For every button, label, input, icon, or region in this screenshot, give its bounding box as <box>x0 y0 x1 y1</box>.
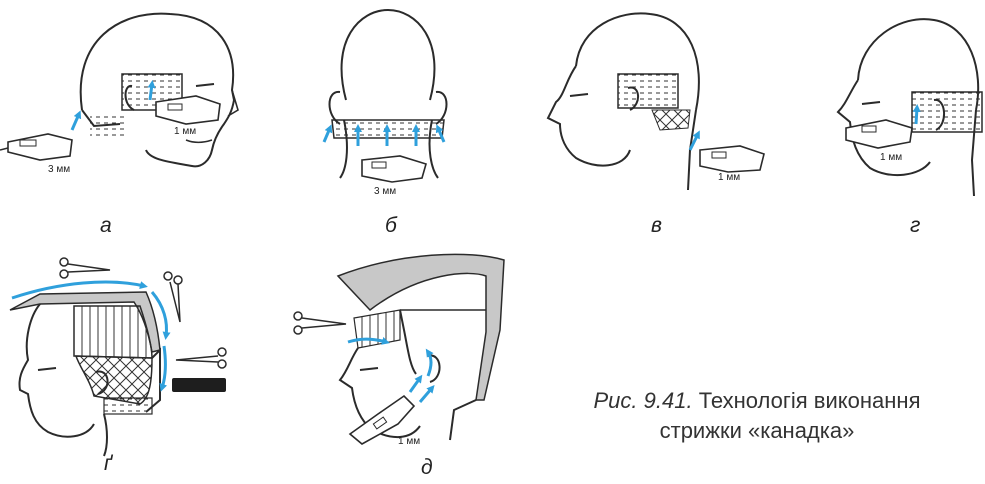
panel-b-drawing <box>324 10 447 182</box>
clipper-icon <box>0 134 72 160</box>
direction-arrow <box>162 346 165 388</box>
panel-v-drawing <box>548 13 764 190</box>
caption-line1: Технологія виконання <box>693 388 921 413</box>
clipper-icon <box>846 120 912 148</box>
scissors-icon <box>294 312 346 334</box>
panel-label-a: а <box>100 214 112 238</box>
annotation-v-1mm: 1 мм <box>718 172 740 183</box>
panel-label-h: г <box>910 214 920 238</box>
panel-a-drawing <box>0 14 238 167</box>
clipper-icon <box>362 156 426 182</box>
annotation-b-3mm: 3 мм <box>374 186 396 197</box>
comb-icon <box>172 378 226 392</box>
panel-label-v: в <box>651 214 662 238</box>
panel-label-b: б <box>385 214 397 238</box>
scissors-icon <box>60 258 110 278</box>
direction-arrow <box>324 128 330 142</box>
figure-number: Рис. 9.41. <box>594 388 693 413</box>
annotation-a-3mm: 3 мм <box>48 164 70 175</box>
caption-line2: стрижки «канадка» <box>552 416 962 446</box>
direction-arrow <box>410 378 420 392</box>
panel-h-drawing <box>838 19 982 196</box>
figure-caption: Рис. 9.41. Технологія виконання стрижки … <box>552 386 962 446</box>
annotation-h-1mm: 1 мм <box>880 152 902 163</box>
panel-d-drawing <box>294 254 504 444</box>
direction-arrow <box>72 114 79 130</box>
scissors-icon <box>164 272 182 322</box>
clipper-icon <box>700 146 764 172</box>
panel-g-drawing <box>10 258 226 456</box>
clipper-icon <box>156 96 220 124</box>
panel-label-g: ґ <box>104 452 111 476</box>
annotation-a-1mm: 1 мм <box>174 126 196 137</box>
direction-arrow <box>420 388 432 402</box>
direction-arrow <box>428 352 431 376</box>
panel-label-d: д <box>421 456 433 480</box>
annotation-d-1mm: 1 мм <box>398 436 420 447</box>
scissors-icon <box>176 348 226 368</box>
direction-arrow <box>150 84 152 100</box>
direction-arrow <box>916 108 917 124</box>
